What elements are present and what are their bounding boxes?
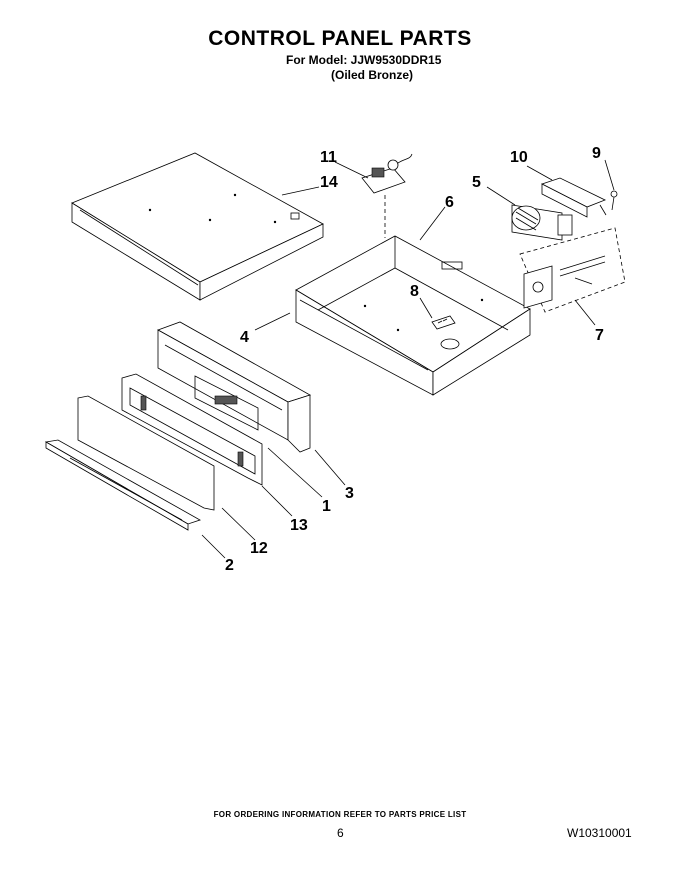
callout-10: 10 bbox=[510, 149, 528, 166]
callout-3: 3 bbox=[345, 485, 354, 502]
callout-12: 12 bbox=[250, 540, 268, 557]
callout-7: 7 bbox=[595, 327, 604, 344]
callout-9: 9 bbox=[592, 145, 601, 162]
callout-2: 2 bbox=[225, 557, 234, 574]
callout-8: 8 bbox=[410, 283, 419, 300]
variant-line: (Oiled Bronze) bbox=[331, 68, 414, 82]
callout-14: 14 bbox=[320, 174, 338, 191]
part-14-cover-drawing bbox=[71, 152, 324, 301]
callout-1: 1 bbox=[322, 498, 331, 515]
part-5-fan-drawing bbox=[511, 204, 573, 241]
part-7-assembly-drawing bbox=[519, 227, 626, 313]
callout-5: 5 bbox=[472, 174, 481, 191]
ordering-note: FOR ORDERING INFORMATION REFER TO PARTS … bbox=[213, 810, 467, 819]
part-1-frame-drawing bbox=[121, 373, 263, 486]
part-11-board-drawing bbox=[361, 153, 413, 238]
part-3-housing-drawing bbox=[157, 321, 311, 453]
document-number: W10310001 bbox=[567, 826, 632, 840]
part-8-terminal-drawing bbox=[431, 315, 456, 330]
part-2-trim-drawing bbox=[44, 439, 201, 531]
part-4-control-box-drawing bbox=[295, 235, 531, 396]
callout-13: 13 bbox=[290, 517, 308, 534]
part-9-screw-drawing bbox=[610, 190, 618, 211]
page-title: CONTROL PANEL PARTS bbox=[208, 27, 472, 50]
part-13-overlay-drawing bbox=[77, 395, 215, 511]
callout-6: 6 bbox=[445, 194, 454, 211]
part-10-bracket-drawing bbox=[540, 177, 607, 218]
model-line: For Model: JJW9530DDR15 bbox=[286, 53, 442, 67]
leader-lines bbox=[201, 159, 615, 559]
callout-11: 11 bbox=[320, 149, 337, 166]
page-number: 6 bbox=[337, 826, 344, 840]
callout-4: 4 bbox=[240, 329, 249, 346]
